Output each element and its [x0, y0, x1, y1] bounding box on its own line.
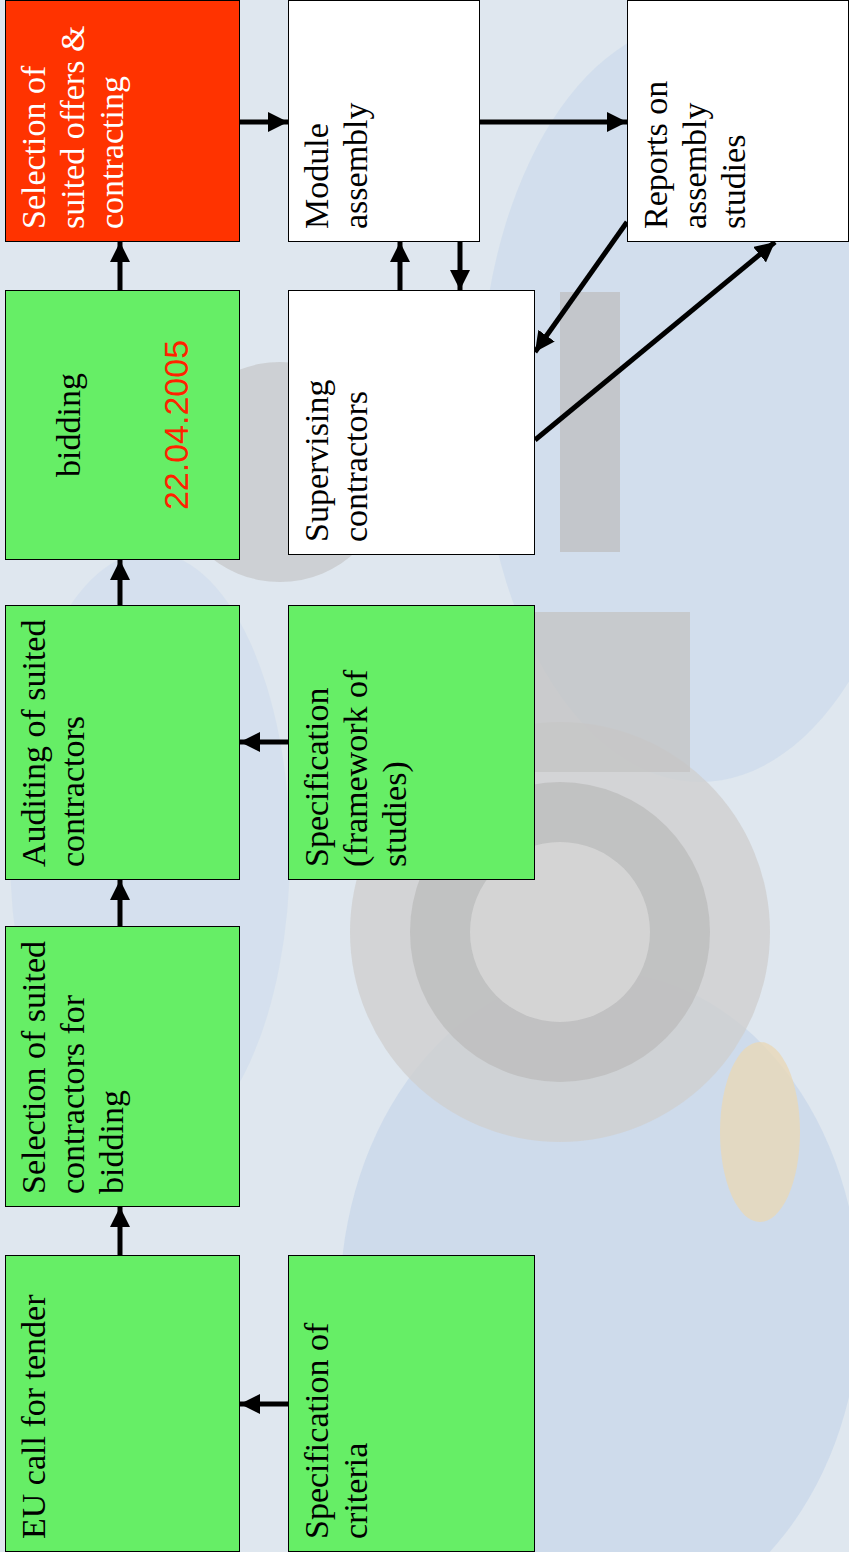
box-label: bidding — [49, 303, 88, 547]
box-label: Module assembly — [297, 13, 375, 229]
flow-arrow — [535, 222, 627, 352]
box-label: Auditing of suited contractors — [14, 618, 92, 867]
flow-arrow — [118, 880, 123, 926]
box-label: Selection of suited offers & contracting — [14, 13, 131, 229]
process-box: Auditing of suited contractors — [5, 605, 240, 880]
box-label: Reports on assembly studies — [636, 13, 753, 229]
process-box: Supervising contractors — [288, 290, 535, 555]
process-box: Selection of suited contractors for bidd… — [5, 926, 240, 1207]
process-box: bidding 22.04.2005 — [5, 290, 240, 560]
flow-arrow — [480, 120, 627, 125]
flow-arrow — [118, 242, 123, 290]
process-box: EU call for tender — [5, 1255, 240, 1552]
box-label: Specification (framework of studies) — [297, 618, 414, 867]
process-box: Specification (framework of studies) — [288, 605, 535, 880]
flow-arrow — [240, 120, 288, 125]
flow-arrow — [118, 560, 123, 605]
process-box: Reports on assembly studies — [627, 0, 849, 242]
process-box: Selection of suited offers & contracting — [5, 0, 240, 242]
process-box: Module assembly — [288, 0, 480, 242]
box-label: Selection of suited contractors for bidd… — [14, 939, 131, 1194]
flow-arrow — [240, 740, 288, 745]
box-label: EU call for tender — [14, 1268, 53, 1539]
box-label: 22.04.2005 — [157, 303, 196, 547]
process-box: Specification of criteria — [288, 1255, 535, 1552]
flow-arrow — [458, 242, 463, 290]
box-label: Supervising contractors — [297, 303, 375, 542]
flow-arrow — [398, 242, 403, 290]
flow-arrow — [240, 1402, 288, 1407]
flow-arrow — [118, 1207, 123, 1255]
box-label: Specification of criteria — [297, 1268, 375, 1539]
flow-arrow — [535, 242, 775, 440]
